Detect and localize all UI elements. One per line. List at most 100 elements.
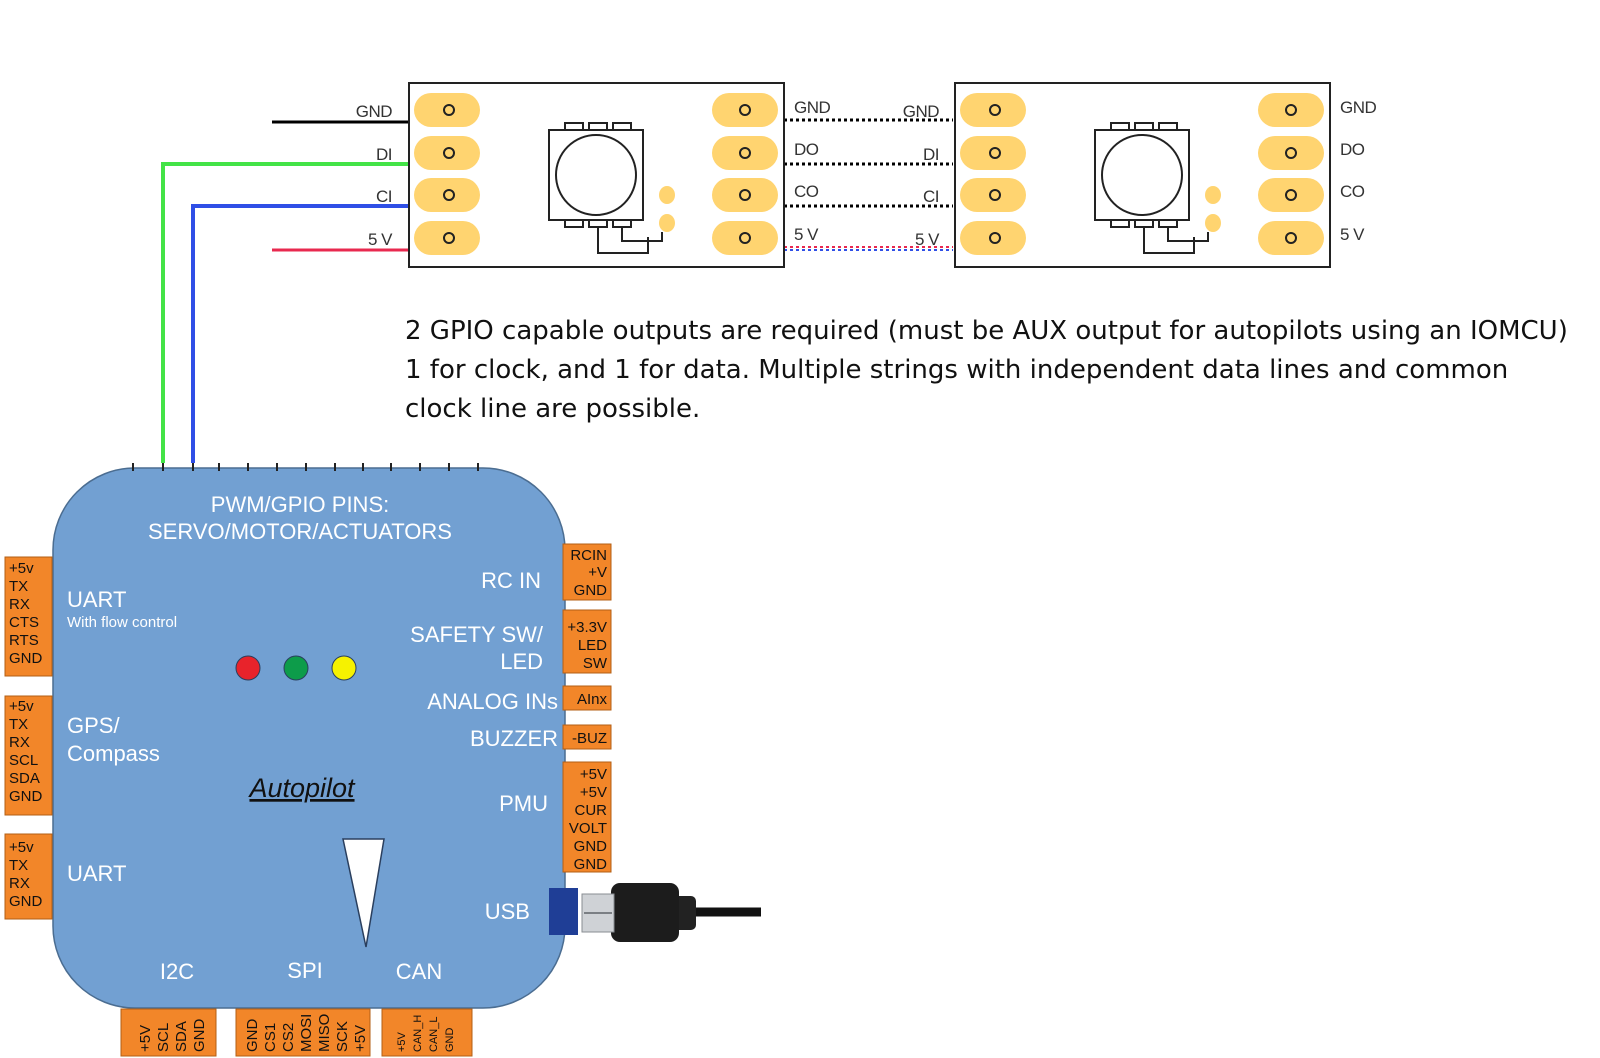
- safety-pin: LED: [578, 637, 607, 654]
- uart1-pin: GND: [9, 650, 43, 667]
- pad-hole: [1285, 189, 1297, 201]
- spi-pin: CS2: [280, 1023, 297, 1052]
- i2c-pin: SCL: [155, 1023, 172, 1052]
- pad: [1258, 93, 1324, 127]
- seg2-left-label-5v: 5 V: [915, 230, 940, 249]
- autopilot-title: Autopilot: [247, 773, 356, 803]
- i2c-connector[interactable]: [120, 1008, 217, 1057]
- pad-hole: [739, 232, 751, 244]
- analog-label: ANALOG INs: [427, 689, 558, 714]
- seg1-left-label-ci: CI: [376, 187, 392, 206]
- rgb-led-chip: [548, 122, 675, 254]
- spi-pin: SCK: [334, 1021, 351, 1052]
- safety-pin: SW: [583, 655, 608, 672]
- gps-pin: TX: [9, 716, 28, 733]
- pad-hole: [989, 147, 1001, 159]
- uart1-sublabel: With flow control: [67, 614, 177, 631]
- pad: [1258, 221, 1324, 255]
- seg2-right-label-5v: 5 V: [1340, 225, 1365, 244]
- gps-pin: SDA: [9, 770, 40, 787]
- gps-pin: SCL: [9, 752, 38, 769]
- gps-pin: RX: [9, 734, 30, 751]
- pad: [960, 178, 1026, 212]
- seg1-left-label-5v: 5 V: [368, 230, 393, 249]
- uart2-connector[interactable]: [4, 833, 53, 920]
- right-pads: [712, 93, 778, 255]
- pad: [414, 93, 480, 127]
- led-lens: [1101, 134, 1183, 216]
- pad: [712, 221, 778, 255]
- pad: [712, 93, 778, 127]
- i2c-pin: SDA: [173, 1021, 190, 1052]
- uart1-pin: RTS: [9, 632, 39, 649]
- safety-connector[interactable]: [562, 609, 612, 674]
- led-lens: [555, 134, 637, 216]
- safety-pin: +3.3V: [567, 619, 607, 636]
- pwm-pins-title-line2: SERVO/MOTOR/ACTUATORS: [148, 519, 452, 544]
- safety-label-line1: SAFETY SW/: [410, 622, 544, 647]
- pmu-pin: GND: [574, 856, 608, 873]
- autopilot-board: PWM/GPIO PINS: SERVO/MOTOR/ACTUATORS UAR…: [52, 463, 578, 1009]
- pad-hole: [739, 104, 751, 116]
- uart1-pin: RX: [9, 596, 30, 613]
- uart1-label: UART: [67, 587, 127, 612]
- spi-pin: MISO: [316, 1014, 333, 1052]
- analog-connector[interactable]: [562, 685, 612, 711]
- uart1-connector[interactable]: [4, 556, 53, 677]
- uart2-pin: +5v: [9, 839, 34, 856]
- status-led-red: [235, 655, 261, 681]
- buzzer-connector[interactable]: [562, 724, 612, 750]
- pad: [712, 178, 778, 212]
- rcin-pin: RCIN: [570, 547, 607, 564]
- status-led-green: [283, 655, 309, 681]
- i2c-pin: GND: [191, 1019, 208, 1053]
- can-pin: +5V: [396, 1031, 408, 1052]
- can-pin: CAN_H: [412, 1015, 424, 1052]
- rcin-connector[interactable]: [562, 543, 612, 601]
- pmu-connector[interactable]: [562, 761, 612, 873]
- gps-pin: GND: [9, 788, 43, 805]
- pad: [414, 136, 480, 170]
- uart2-pin: GND: [9, 893, 43, 910]
- capacitor-pad: [1205, 186, 1221, 204]
- i2c-pin: +5V: [137, 1025, 154, 1052]
- usb-port[interactable]: [549, 888, 578, 935]
- can-pin: GND: [444, 1028, 456, 1053]
- seg1-right-label-co: CO: [794, 182, 819, 201]
- note-line: 2 GPIO capable outputs are required (mus…: [405, 316, 1568, 346]
- pad: [960, 221, 1026, 255]
- pmu-pin: +5V: [580, 766, 607, 783]
- gps-label-line1: GPS/: [67, 713, 120, 738]
- pmu-pin: CUR: [575, 802, 608, 819]
- gps-connector[interactable]: [4, 695, 53, 816]
- spi-pin: +5V: [352, 1025, 369, 1052]
- gpio-requirement-note: 2 GPIO capable outputs are required (mus…: [405, 312, 1595, 429]
- status-led-yellow: [331, 655, 357, 681]
- gps-label-line2: Compass: [67, 741, 160, 766]
- spi-connector[interactable]: [235, 1008, 371, 1057]
- pmu-label: PMU: [499, 791, 548, 816]
- capacitor-pad: [659, 186, 675, 204]
- uart1-pin: CTS: [9, 614, 39, 631]
- pad: [414, 178, 480, 212]
- seg2-right-label-gnd: GND: [1340, 98, 1377, 117]
- uart1-pin: +5v: [9, 560, 34, 577]
- seg1-right-label-5v: 5 V: [794, 225, 819, 244]
- capacitor-pad: [659, 214, 675, 232]
- rcin-pin: GND: [574, 582, 608, 599]
- pwm-pins-title-line1: PWM/GPIO PINS:: [211, 492, 389, 517]
- pmu-pin: GND: [574, 838, 608, 855]
- uart2-pin: RX: [9, 875, 30, 892]
- pad-hole: [1285, 147, 1297, 159]
- uart2-label: UART: [67, 861, 127, 886]
- connectors: [4, 543, 612, 1057]
- spi-pin: MOSI: [298, 1014, 315, 1052]
- seg2-left-label-gnd: GND: [903, 102, 940, 121]
- spi-label: SPI: [287, 958, 322, 983]
- segment-links: [784, 118, 953, 251]
- seg1-right-label-do: DO: [794, 140, 819, 159]
- uart1-pin: TX: [9, 578, 28, 595]
- can-connector[interactable]: [381, 1008, 473, 1057]
- pad-hole: [989, 189, 1001, 201]
